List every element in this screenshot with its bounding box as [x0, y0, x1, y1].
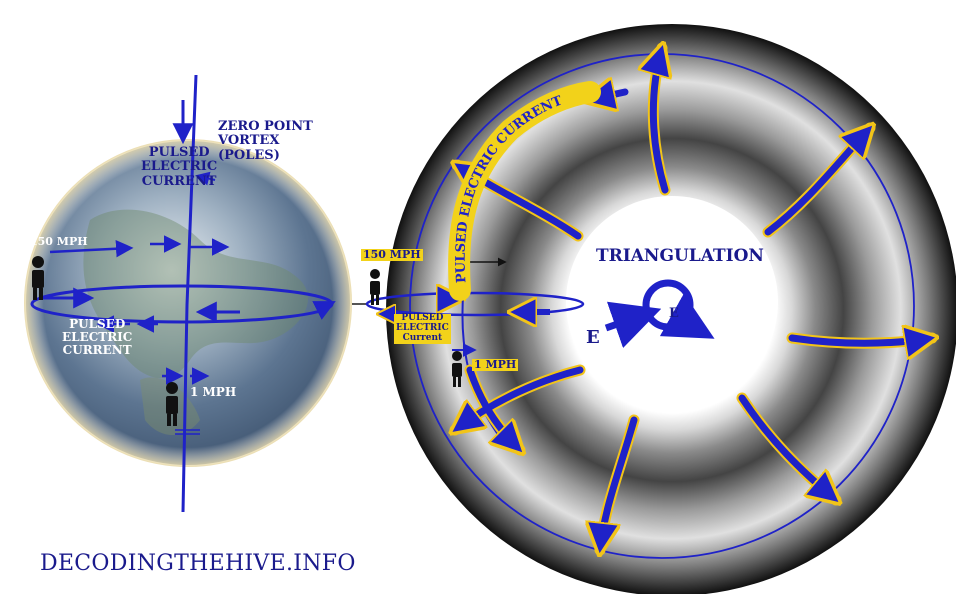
- torus-small-line1: PULSED: [401, 313, 444, 323]
- person-icon-torus-1mph: [452, 351, 462, 387]
- triangulation-symbol: [604, 279, 715, 349]
- earth-bottom-current-label: PULSED ELECTRIC CURRENT: [62, 317, 133, 358]
- triangulation-title: TRIANGULATION: [596, 246, 764, 266]
- earth-wind-arrows: [49, 171, 230, 435]
- torus-link-arrow: [352, 257, 507, 305]
- pulsed-current-band: [448, 81, 601, 301]
- vortex-line1: ZERO POINT: [218, 119, 313, 134]
- vortex-label: ZERO POINT VORTEX (POLES): [218, 119, 313, 163]
- earth-speed-high: 150 MPH: [30, 235, 88, 248]
- earth-bottom-line3: CURRENT: [62, 343, 132, 358]
- earth-top-line3: CURRENT: [141, 173, 217, 189]
- earth-bottom-line2: ELECTRIC: [62, 330, 133, 345]
- torus-small-current-label: PULSED ELECTRIC Current: [394, 313, 451, 344]
- torus-speed-high: 150 MPH: [361, 248, 423, 262]
- person-icon-150mph: [32, 256, 44, 300]
- vortex-line3: (POLES): [218, 147, 280, 163]
- torus-small-line3: Current: [402, 332, 443, 343]
- earth-speed-low: 1 MPH: [190, 385, 237, 399]
- triangulation-e-inner: E: [669, 306, 679, 321]
- earth-top-current-label: PULSED ELECTRIC CURRENT: [141, 145, 218, 189]
- earth-axis: [172, 74, 198, 513]
- person-icon-torus-150mph: [370, 269, 380, 305]
- person-icon-1mph: [166, 382, 178, 426]
- earth-bottom-line1: PULSED: [69, 317, 126, 331]
- torus-radial-arrows: [455, 48, 932, 550]
- vortex-line2: VORTEX: [218, 133, 280, 149]
- earth-top-line1: PULSED: [148, 145, 210, 160]
- triangulation-e-outer: E: [586, 327, 600, 348]
- triangulation-q: Q: [651, 288, 652, 289]
- torus-speed-low: 1 MPH: [472, 358, 519, 372]
- earth-top-line2: ELECTRIC: [141, 159, 218, 175]
- earth-equator-ring: [30, 284, 336, 324]
- site-footer: DECODINGTHEHIVE.INFO: [40, 551, 356, 576]
- torus-small-line2: ELECTRIC: [396, 322, 449, 333]
